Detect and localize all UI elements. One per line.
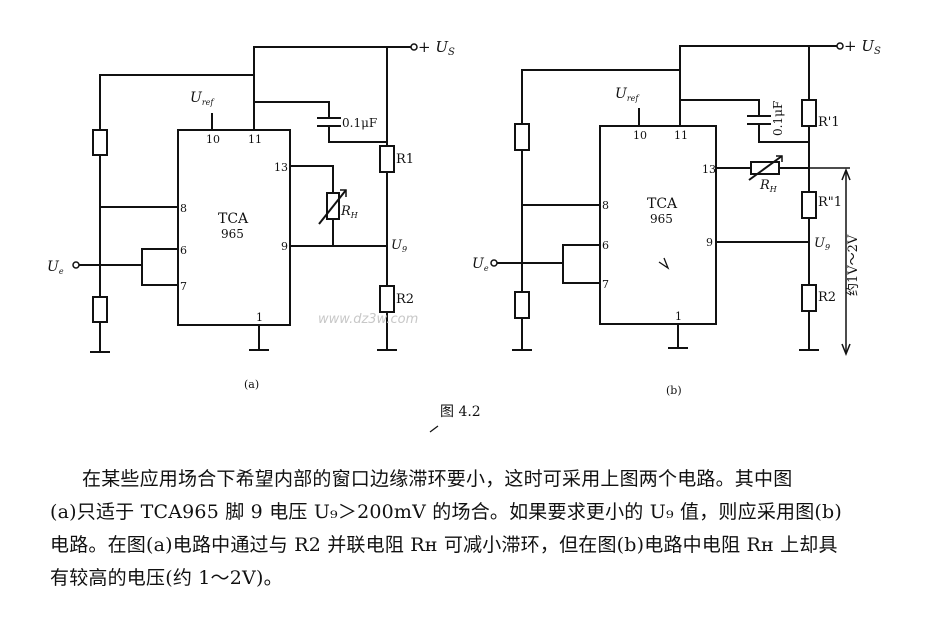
r2-label-a: R2 xyxy=(396,292,414,307)
pin-13-a: 13 xyxy=(274,161,288,174)
figure-caption: 图 4.2 xyxy=(440,404,481,420)
pin-7-b: 7 xyxy=(602,278,609,291)
divider-resistor-top-b xyxy=(514,123,530,151)
resistor-r1-prime-b xyxy=(801,99,817,127)
resistor-r1-double-prime-b xyxy=(801,191,817,219)
input-terminal-b xyxy=(490,259,498,267)
input-terminal-a xyxy=(72,261,80,269)
pin-9-b: 9 xyxy=(706,236,713,249)
pin-10-b: 10 xyxy=(633,129,647,142)
r2-label-b: R2 xyxy=(818,290,836,305)
supply-terminal-b xyxy=(836,42,844,50)
pin-6-b: 6 xyxy=(602,239,609,252)
ue-label-b: Ue xyxy=(472,256,489,273)
pin-10-a: 10 xyxy=(206,133,220,146)
pin-7-a: 7 xyxy=(180,280,187,293)
ue-label-a: Ue xyxy=(47,259,64,276)
ic-tca965-a xyxy=(177,129,291,326)
resistor-r1-a xyxy=(379,145,395,173)
supply-label-a: + US xyxy=(418,38,455,58)
r1-label-a: R1 xyxy=(396,152,414,167)
capacitor-label-b: 0.1μF xyxy=(771,101,785,136)
resistor-r2-a xyxy=(379,285,395,313)
capacitor-label-a: 0.1μF xyxy=(342,116,377,130)
u9-label-b: U9 xyxy=(814,236,830,252)
uref-label-a: Uref xyxy=(190,90,215,107)
chip-name-a: TCA xyxy=(218,211,249,227)
paragraph-line-3: 电路。在图(a)电路中通过与 R2 并联电阻 Rн 可减小滞环，但在图(b)电路… xyxy=(50,534,838,556)
divider-resistor-bottom-b xyxy=(514,291,530,319)
u9-label-a: U9 xyxy=(391,238,407,254)
circuit-b xyxy=(490,42,851,357)
watermark: www.dz3w.com xyxy=(318,312,418,327)
paragraph-line-4: 有较高的电压(约 1～2V)。 xyxy=(50,567,283,589)
pin-8-b: 8 xyxy=(602,199,609,212)
pin-11-a: 11 xyxy=(248,133,262,146)
resistor-r2-b xyxy=(801,284,817,312)
pin-9-a: 9 xyxy=(281,240,288,253)
rh-label-b: RH xyxy=(759,178,778,194)
supply-label-b: + US xyxy=(844,37,881,57)
caption-b: (b) xyxy=(666,384,682,397)
r1-double-prime-label-b: R"1 xyxy=(818,195,842,210)
ic-tca965-b xyxy=(599,125,717,325)
chip-model-a: 965 xyxy=(221,227,244,241)
chip-name-b: TCA xyxy=(647,196,678,212)
pin-6-a: 6 xyxy=(180,244,187,257)
paragraph-line-1: 在某些应用场合下希望内部的窗口边缘滞环要小，这时可采用上图两个电路。其中图 xyxy=(82,468,793,490)
voltage-note-b: 约1V～2V xyxy=(846,234,861,296)
rh-label-a: RH xyxy=(340,204,359,220)
pin-1-b: 1 xyxy=(675,310,682,323)
divider-resistor-bottom-a xyxy=(92,296,108,323)
circuit-a xyxy=(72,43,418,353)
pin-11-b: 11 xyxy=(674,129,688,142)
caption-a: (a) xyxy=(244,378,259,391)
chip-model-b: 965 xyxy=(650,212,673,226)
divider-resistor-top-a xyxy=(92,129,108,156)
pin-1-a: 1 xyxy=(256,311,263,324)
paragraph-line-2: (a)只适于 TCA965 脚 9 电压 U₉＞200mV 的场合。如果要求更小… xyxy=(50,501,843,523)
pin-13-b: 13 xyxy=(702,163,716,176)
supply-terminal-a xyxy=(410,43,418,51)
uref-label-b: Uref xyxy=(615,86,640,103)
pin-8-a: 8 xyxy=(180,202,187,215)
r1-prime-label-b: R'1 xyxy=(818,115,840,130)
